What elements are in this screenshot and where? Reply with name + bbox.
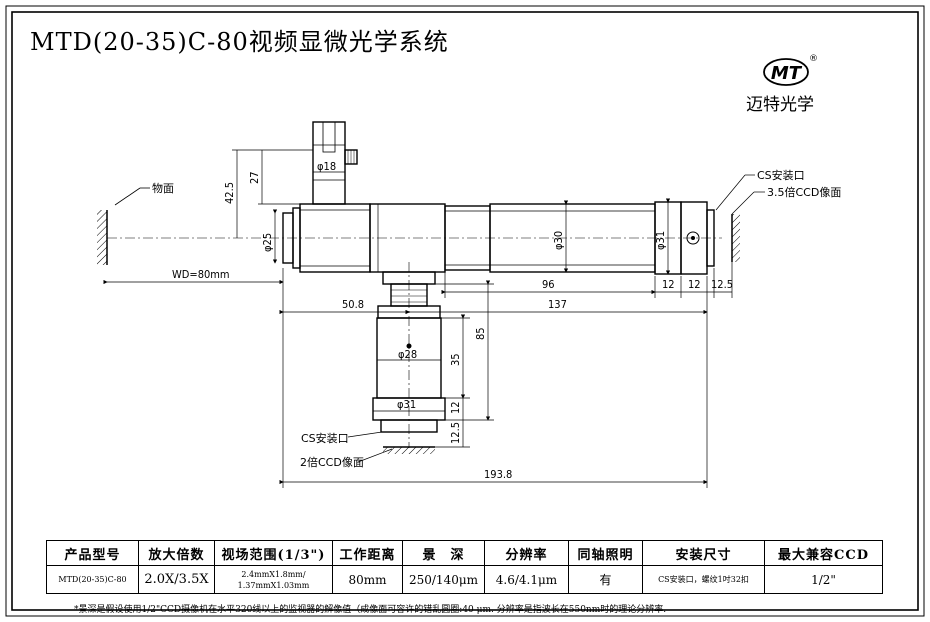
cell-coaxial: 有	[568, 565, 643, 594]
cell-depth-of-field: 250/140μm	[402, 565, 485, 594]
object-plane: 物面	[97, 181, 174, 265]
table-row: MTD(20-35)C-80 2.0X/3.5X 2.4mmX1.8mm/ 1.…	[46, 565, 883, 594]
dim-phi25: φ25	[261, 233, 274, 252]
col-header: 安装尺寸	[642, 540, 765, 566]
dim-27: 27	[248, 171, 261, 184]
page-title: MTD(20-35)C-80视频显微光学系统	[30, 28, 449, 56]
cell-working-distance: 80mm	[332, 565, 403, 594]
lens-body	[282, 121, 715, 433]
dim-85: 85	[474, 327, 487, 340]
cs-mount-right-label: CS安装口	[757, 168, 805, 182]
dim-wd: WD=80mm	[172, 268, 230, 281]
brand-logo: MT	[763, 58, 809, 86]
cell-model: MTD(20-35)C-80	[46, 565, 139, 594]
ccd-plane-bottom	[347, 431, 435, 463]
dim-phi28: φ28	[398, 348, 417, 361]
cell-field-of-view: 2.4mmX1.8mm/ 1.37mmX1.03mm	[214, 565, 333, 594]
dim-12-vertical: 12	[449, 401, 462, 414]
cell-magnification: 2.0X/3.5X	[138, 565, 215, 594]
dim-12a: 12	[662, 278, 675, 291]
sheet-border	[5, 5, 925, 617]
col-header: 景 深	[402, 540, 485, 566]
cell-mount: CS安装口，螺纹1吋32扣	[642, 565, 765, 594]
registered-mark: ®	[809, 54, 818, 64]
dim-50-8: 50.8	[342, 298, 364, 311]
dim-phi18: φ18	[317, 160, 336, 173]
dim-12-5: 12.5	[711, 278, 733, 291]
cell-resolution: 4.6/4.1μm	[484, 565, 569, 594]
tube-logo-icon	[686, 231, 700, 245]
dim-phi31-right: φ31	[654, 231, 667, 250]
col-header: 同轴照明	[568, 540, 643, 566]
dim-35: 35	[449, 353, 462, 366]
dim-phi30: φ30	[552, 231, 565, 250]
dim-96: 96	[542, 278, 555, 291]
cell-ccd: 1/2"	[764, 565, 883, 594]
col-header: 工作距离	[332, 540, 403, 566]
col-header: 放大倍数	[138, 540, 215, 566]
object-plane-label: 物面	[152, 181, 174, 195]
dim-42-5: 42.5	[223, 182, 236, 204]
brand-name: 迈特光学	[746, 95, 814, 115]
col-header: 最大兼容CCD	[764, 540, 883, 566]
dim-12-5-vertical: 12.5	[449, 422, 462, 444]
center-dot-icon	[406, 343, 412, 349]
col-header: 分辨率	[484, 540, 569, 566]
dimension-lines	[103, 149, 733, 488]
ccd-right-label: 3.5倍CCD像面	[767, 185, 841, 199]
spec-header-row: 产品型号 放大倍数 视场范围(1/3") 工作距离 景 深 分辨率 同轴照明 安…	[46, 540, 883, 566]
dim-phi31-bottom: φ31	[397, 398, 416, 411]
dim-137: 137	[548, 298, 567, 311]
ccd-bottom-label: 2倍CCD像面	[300, 455, 364, 469]
brand-logo-text: MT	[771, 63, 803, 84]
col-header: 产品型号	[46, 540, 139, 566]
dim-193-8: 193.8	[484, 468, 512, 481]
spec-table: 产品型号 放大倍数 视场范围(1/3") 工作距离 景 深 分辨率 同轴照明 安…	[46, 540, 883, 594]
ccd-plane-right	[715, 174, 765, 262]
footnote: *景深是假设使用1/2"CCD摄像机在水平320线以上的监视器的解像值（成像面可…	[74, 605, 667, 615]
cs-mount-bottom-label: CS安装口	[301, 431, 349, 445]
col-header: 视场范围(1/3")	[214, 540, 333, 566]
dim-12b: 12	[688, 278, 701, 291]
